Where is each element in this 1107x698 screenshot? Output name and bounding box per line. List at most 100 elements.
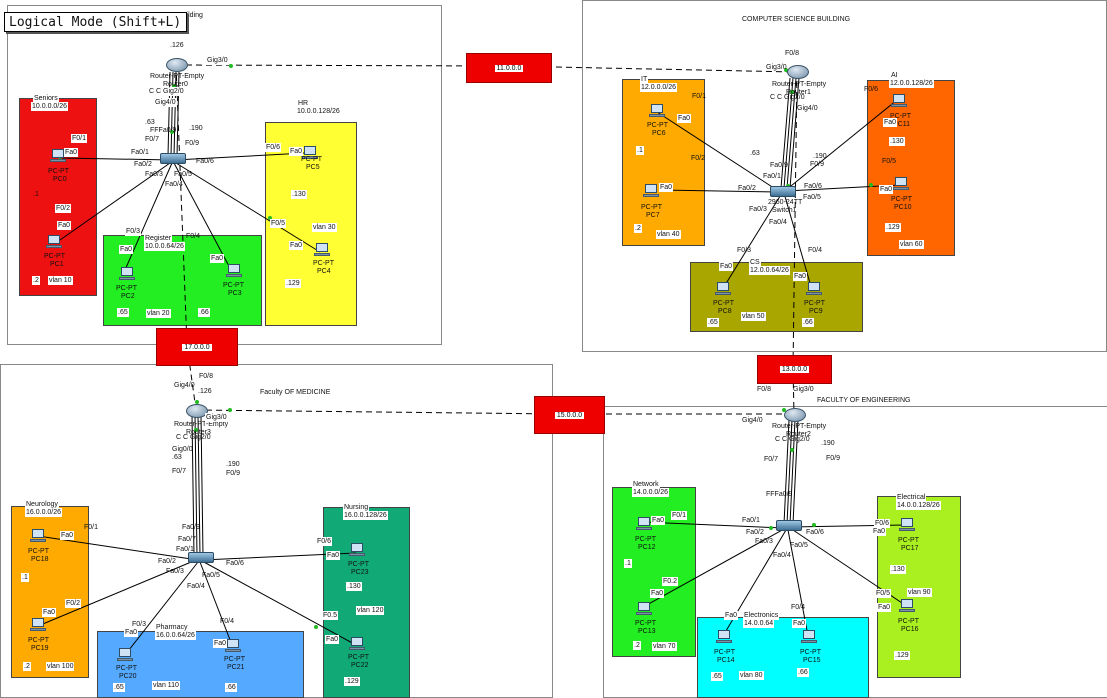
admin-sw-fa05: Fa0/5 (174, 171, 192, 178)
pc15[interactable] (801, 630, 817, 644)
network-cloud-17[interactable]: 17.0.0.0 (156, 328, 238, 366)
eng-sw-fa06: Fa0/6 (806, 529, 824, 536)
pc3-fa0: Fa0 (210, 254, 225, 263)
pc22[interactable] (349, 637, 365, 651)
router2[interactable] (784, 408, 806, 422)
pc0[interactable] (50, 149, 66, 163)
pc3-type: PC-PT (223, 282, 244, 289)
cs-net: 12.0.0.64/26 (749, 266, 790, 275)
eng-sw-fa03: Fa0/3 (755, 538, 773, 545)
pc2[interactable] (119, 267, 135, 281)
pc21-ip: .66 (225, 683, 237, 692)
pc10-type: PC-PT (891, 196, 912, 203)
pc7[interactable] (643, 184, 659, 198)
pc23-fa0: Fa0 (326, 551, 341, 560)
pc5[interactable] (302, 146, 318, 160)
pc12[interactable] (636, 517, 652, 531)
switch1[interactable] (770, 186, 796, 197)
pc12-name: PC12 (638, 544, 656, 551)
pc18[interactable] (30, 529, 46, 543)
electrical-vlan: vlan 90 (907, 588, 932, 597)
switch1-name: Switch1 (772, 207, 797, 214)
pc23[interactable] (349, 543, 365, 557)
pc20[interactable] (117, 648, 133, 662)
seniors-net: 10.0.0.0/26 (31, 102, 69, 111)
pc15-fa0: Fa0 (792, 619, 807, 628)
pc16-fa0: Fa0 (877, 603, 892, 612)
pc4[interactable] (314, 243, 330, 257)
network-net: 14.0.0.0/26 (632, 488, 670, 497)
pc8-f03: F0/3 (737, 247, 752, 254)
pc21-type: PC-PT (224, 656, 245, 663)
hr-name: HR (298, 100, 309, 107)
pc8-ip: .65 (707, 318, 719, 327)
pc11[interactable] (891, 94, 907, 108)
pc14-ip: .65 (711, 672, 723, 681)
pharmacy-vlan: vlan 110 (152, 681, 180, 690)
pc11-ip: .130 (889, 137, 905, 146)
router3-model: Router-PT-Empty (174, 421, 229, 428)
engineering-switch[interactable] (776, 520, 802, 531)
router0-name: Router0 (163, 81, 188, 88)
pc5-ip: .130 (291, 190, 307, 199)
pc1-name: PC1 (50, 261, 64, 268)
eng-sw-fa05: Fa0/5 (790, 542, 808, 549)
pc22-name: PC22 (351, 662, 369, 669)
pc9[interactable] (806, 282, 822, 296)
pc3[interactable] (226, 264, 242, 278)
pc14[interactable] (716, 630, 732, 644)
cs-sw-fa05: Fa0/5 (803, 194, 821, 201)
pc11-f06: F0/6 (864, 86, 879, 93)
pc19[interactable] (30, 618, 46, 632)
pc8-name: PC8 (718, 308, 732, 315)
pc10[interactable] (893, 177, 909, 191)
pc17-ip: .130 (890, 565, 906, 574)
pc17[interactable] (899, 518, 915, 532)
pc8[interactable] (715, 282, 731, 296)
pc1-fa0: Fa0 (57, 221, 72, 230)
pc19-f02: F0/2 (65, 599, 82, 608)
cloud17-f08: F0/8 (199, 373, 214, 380)
switch1-model: 2960-24TT (768, 199, 803, 206)
pc16-ip: .129 (894, 651, 910, 660)
pc19-ip: .2 (23, 662, 31, 671)
serial-link-admin-cs (175, 64, 798, 73)
med-sw-fa05: Fa0/5 (202, 572, 220, 579)
pc2-fa0: Fa0 (119, 245, 134, 254)
serial-link-med-eng (195, 409, 794, 415)
pc6[interactable] (649, 104, 665, 118)
pc2-type: PC-PT (116, 285, 137, 292)
router0[interactable] (166, 58, 188, 72)
pc0-name: PC0 (53, 176, 67, 183)
pc20-f03: F0/3 (132, 621, 147, 628)
pc4-fa0: Fa0 (289, 241, 304, 250)
network-cloud-11[interactable]: 11.0.0.0 (466, 53, 552, 83)
pc23-f06: F0/6 (316, 537, 333, 546)
admin-switch[interactable] (160, 153, 186, 164)
pc21[interactable] (225, 639, 241, 653)
pc18-ip: .1 (21, 573, 29, 582)
cs-sw-fa09: Fa0/9 (770, 162, 788, 169)
pc0-fa0: Fa0 (64, 148, 79, 157)
pc13[interactable] (636, 602, 652, 616)
logical-mode-label[interactable]: Logical Mode (Shift+L) (4, 12, 187, 32)
network-cloud-15[interactable]: 15.0.0.0 (534, 396, 605, 434)
neurology-name: Neurology (25, 500, 59, 509)
router1-model: Router-PT-Empty (772, 81, 827, 88)
pc16[interactable] (899, 599, 915, 613)
pc18-f01: F0/1 (84, 524, 99, 531)
engineering-building-title: FACULTY OF ENGINEERING (815, 397, 913, 404)
network-cloud-13[interactable]: 13.0.0.0 (757, 355, 832, 384)
med-sw-fa06: Fa0/6 (226, 560, 244, 567)
seniors-vlan: vlan 10 (48, 276, 73, 285)
pc11-name: PC11 (893, 121, 910, 128)
pc19-fa0: Fa0 (42, 608, 57, 617)
medicine-switch[interactable] (188, 552, 214, 563)
eng-router-gig40: Gig4/0 (742, 417, 763, 424)
seniors-zone (19, 98, 97, 296)
router3[interactable] (186, 404, 208, 418)
pc0-type: PC-PT (48, 168, 69, 175)
pc7-name: PC7 (646, 212, 660, 219)
pc1[interactable] (46, 235, 62, 249)
router1[interactable] (787, 65, 809, 79)
